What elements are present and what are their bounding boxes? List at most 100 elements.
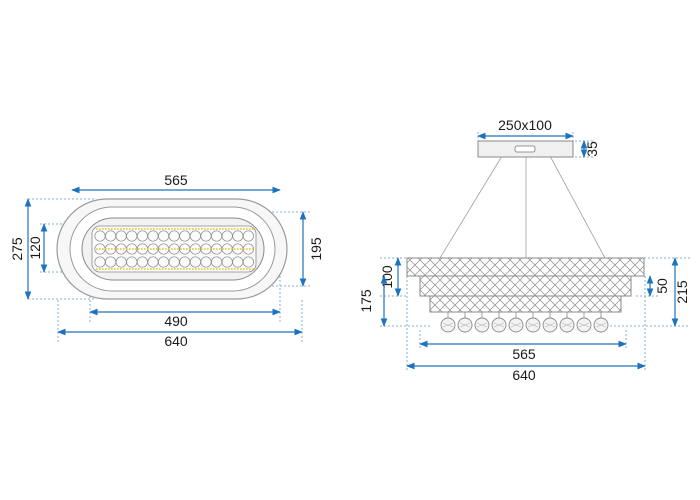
led-dot [129,248,131,250]
led-dot [162,268,164,270]
led-dot [156,248,158,250]
led-dot [147,228,149,230]
led-dot [174,228,176,230]
led-dot [246,268,248,270]
led-dot [156,228,158,230]
crystal-ball-facet [442,322,454,328]
led-dot [177,228,179,230]
led-dot [180,268,182,270]
led-dot [252,268,254,270]
led-dot [222,248,224,250]
led-dot [180,248,182,250]
led-dot [123,228,125,230]
led-dot [198,268,200,270]
canopy-height-label: 35 [584,141,600,157]
led-dot [228,248,230,250]
led-dot [117,268,119,270]
top-width-inner-label: 565 [164,172,188,188]
led-dot [213,248,215,250]
led-dot [135,248,137,250]
led-dot [225,248,227,250]
crystal-circle [242,230,254,242]
led-dot [174,268,176,270]
body-height-label: 175 [358,289,374,313]
led-dot [216,248,218,250]
led-dot [105,268,107,270]
side-width-outer-label: 640 [512,367,536,383]
led-dot [195,268,197,270]
upper-tier-height-label: 100 [379,265,395,289]
led-dot [177,268,179,270]
led-dot [228,268,230,270]
led-dot [126,248,128,250]
led-dot [207,228,209,230]
led-dot [105,228,107,230]
led-dot [222,268,224,270]
led-dot [219,248,221,250]
led-dot [225,268,227,270]
led-dot [183,248,185,250]
led-dot [189,228,191,230]
led-dot [237,228,239,230]
canopy-indicator [514,145,536,153]
led-dot [138,268,140,270]
led-dot [123,268,125,270]
led-dot [201,268,203,270]
led-dot [132,248,134,250]
led-dot [96,248,98,250]
led-dot [192,268,194,270]
led-dot [108,268,110,270]
led-dot [246,228,248,230]
led-dot [120,248,122,250]
led-dot [171,268,173,270]
led-dot [96,268,98,270]
led-dot [150,248,152,250]
led-dot [219,228,221,230]
led-dot [144,228,146,230]
led-dot [249,268,251,270]
led-dot [228,228,230,230]
led-dot [192,228,194,230]
crystal-ball-facet [493,322,505,328]
led-dot [168,268,170,270]
crystal-ball-facet [595,322,607,328]
led-dot [210,228,212,230]
led-dot [102,248,104,250]
led-dot [135,268,137,270]
led-dot [216,228,218,230]
led-dot [102,268,104,270]
led-dot [183,268,185,270]
led-dot [201,248,203,250]
led-dot [120,228,122,230]
led-dot [153,248,155,250]
crystal-ball-facet [527,322,539,328]
led-dot [108,228,110,230]
led-dot [198,248,200,250]
led-dot [237,268,239,270]
led-dot [147,248,149,250]
crystal-ball-facet [476,322,488,328]
led-dot [174,248,176,250]
led-dot [105,248,107,250]
led-dot [216,268,218,270]
upper-crystal-tier [406,257,645,277]
led-dot [129,268,131,270]
led-dot [96,228,98,230]
led-dot [192,248,194,250]
led-dot [204,248,206,250]
led-dot [207,268,209,270]
top-height-frame-label: 195 [308,237,324,261]
led-dot [141,248,143,250]
top-width-shade-label: 490 [164,313,188,329]
crystal-ball-facet [561,322,573,328]
led-dot [195,228,197,230]
led-dot [231,248,233,250]
led-dot [204,228,206,230]
led-dot [153,268,155,270]
led-dot [210,248,212,250]
top-width-outer-label: 640 [164,333,188,349]
led-dot [249,228,251,230]
led-dot [210,268,212,270]
led-dot [249,248,251,250]
led-dot [183,228,185,230]
